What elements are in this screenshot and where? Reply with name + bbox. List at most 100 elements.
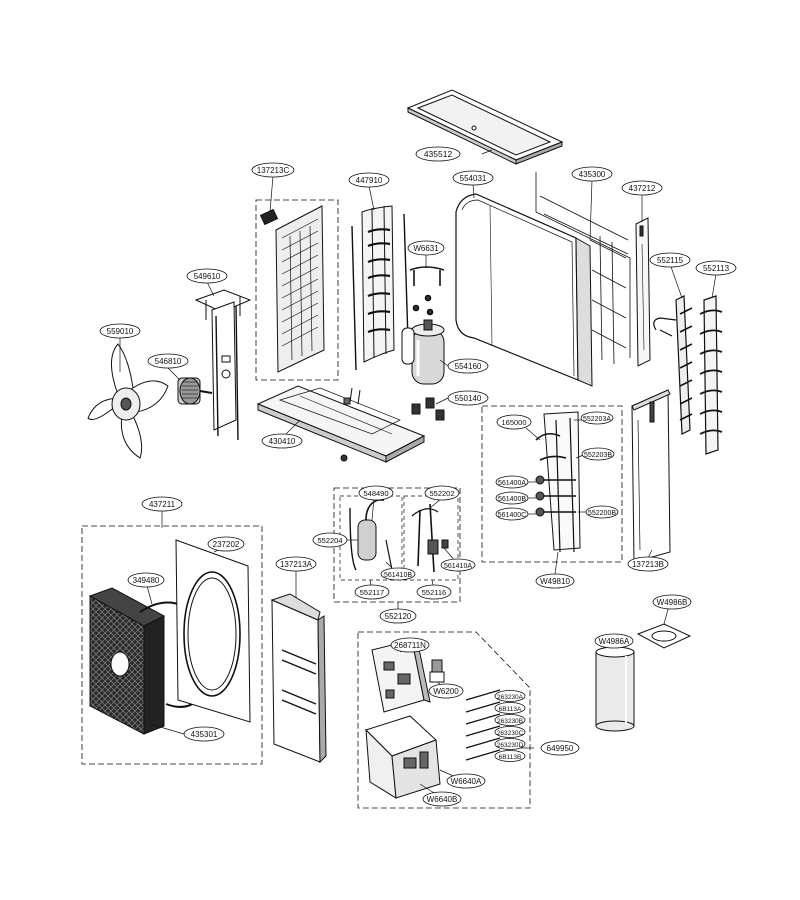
svg-text:552200B: 552200B bbox=[588, 510, 616, 517]
label-549610: 549610 bbox=[186, 268, 228, 284]
svg-text:268711N: 268711N bbox=[394, 641, 426, 650]
tube-assembly-552113 bbox=[699, 295, 723, 455]
side-panel-137213b bbox=[631, 389, 671, 563]
label-430410: 430410 bbox=[261, 433, 303, 449]
label-552204: 552204 bbox=[312, 532, 348, 548]
label-548490: 548490 bbox=[358, 485, 394, 501]
svg-text:554031: 554031 bbox=[460, 174, 487, 183]
base-pan-430410 bbox=[256, 385, 426, 463]
svg-text:548490: 548490 bbox=[363, 489, 388, 498]
label-349480: 349480 bbox=[127, 572, 165, 588]
svg-text:552116: 552116 bbox=[422, 588, 446, 597]
svg-text:165000: 165000 bbox=[501, 418, 526, 427]
svg-text:552115: 552115 bbox=[657, 256, 684, 265]
svg-text:447910: 447910 bbox=[356, 176, 383, 185]
svg-text:437212: 437212 bbox=[629, 184, 656, 193]
label-437212: 437212 bbox=[621, 180, 663, 196]
svg-text:W6200: W6200 bbox=[433, 687, 459, 696]
label-263230b: 263230B bbox=[494, 714, 526, 726]
label-263230a: 263230A bbox=[494, 690, 526, 702]
label-435300: 435300 bbox=[571, 166, 613, 182]
label-554160: 554160 bbox=[447, 358, 489, 374]
label-w6640a: W6640A bbox=[446, 773, 486, 789]
svg-text:559010: 559010 bbox=[107, 327, 134, 336]
svg-text:263230C: 263230C bbox=[497, 730, 524, 737]
svg-text:W6631: W6631 bbox=[413, 244, 439, 253]
piping-group-552120 bbox=[333, 487, 461, 603]
svg-text:263230B: 263230B bbox=[497, 718, 523, 725]
svg-text:349480: 349480 bbox=[133, 576, 160, 585]
label-552202: 552202 bbox=[424, 485, 460, 501]
svg-text:552204: 552204 bbox=[317, 536, 342, 545]
svg-text:W4986B: W4986B bbox=[657, 598, 688, 607]
svg-text:552202: 552202 bbox=[429, 489, 454, 498]
svg-text:554160: 554160 bbox=[455, 362, 482, 371]
label-263230c: 263230C bbox=[494, 726, 526, 738]
label-w6631: W6631 bbox=[407, 240, 445, 256]
label-552117: 552117 bbox=[354, 584, 390, 600]
svg-text:6B113B: 6B113B bbox=[499, 754, 522, 761]
label-435512: 435512 bbox=[415, 146, 461, 162]
tube-assembly-552115 bbox=[653, 295, 693, 435]
fan-motor-546810 bbox=[177, 377, 213, 405]
heat-exchanger-447910 bbox=[351, 205, 409, 371]
svg-text:137213B: 137213B bbox=[632, 560, 664, 569]
svg-text:437211: 437211 bbox=[149, 500, 176, 509]
label-561400c: 561400C bbox=[495, 507, 529, 521]
svg-text:137213A: 137213A bbox=[280, 560, 313, 569]
label-546810: 546810 bbox=[147, 353, 189, 369]
svg-text:137213C: 137213C bbox=[257, 166, 290, 175]
svg-text:W6640B: W6640B bbox=[427, 795, 458, 804]
side-support-437212 bbox=[635, 217, 651, 367]
label-237202: 237202 bbox=[207, 536, 245, 552]
svg-text:435301: 435301 bbox=[191, 730, 218, 739]
label-437211: 437211 bbox=[141, 496, 183, 512]
svg-text:552113: 552113 bbox=[703, 264, 730, 273]
svg-text:552117: 552117 bbox=[360, 588, 384, 597]
svg-text:552120: 552120 bbox=[385, 612, 412, 621]
svg-text:430410: 430410 bbox=[269, 437, 296, 446]
label-552113: 552113 bbox=[695, 260, 737, 276]
svg-text:237202: 237202 bbox=[213, 540, 240, 549]
label-447910: 447910 bbox=[348, 172, 390, 188]
label-6b113b: 6B113B bbox=[494, 750, 526, 762]
label-263230d: 263230D bbox=[494, 738, 526, 750]
label-552203a: 552203A bbox=[580, 411, 614, 425]
label-137213a: 137213A bbox=[275, 556, 317, 572]
label-649950: 649950 bbox=[540, 740, 580, 756]
svg-text:561410B: 561410B bbox=[384, 572, 412, 579]
svg-text:6B113A: 6B113A bbox=[499, 706, 522, 713]
insulation-w4986a bbox=[595, 646, 635, 732]
label-552115: 552115 bbox=[649, 252, 691, 268]
label-552203b: 552203B bbox=[581, 447, 615, 461]
svg-text:552203A: 552203A bbox=[583, 416, 611, 423]
control-box-group-649950 bbox=[357, 631, 531, 809]
valve-group-w49810 bbox=[481, 405, 623, 563]
svg-text:W4986A: W4986A bbox=[599, 637, 630, 646]
label-550140: 550140 bbox=[447, 390, 489, 406]
top-cover-435512 bbox=[406, 89, 564, 165]
rear-guard-435300 bbox=[535, 172, 631, 365]
insulation-w4986b bbox=[636, 623, 692, 649]
cabinet-554031 bbox=[455, 193, 593, 387]
label-435301: 435301 bbox=[183, 726, 225, 742]
svg-text:550140: 550140 bbox=[455, 394, 482, 403]
label-137213b: 137213B bbox=[627, 556, 669, 572]
svg-text:263230D: 263230D bbox=[497, 742, 524, 749]
svg-text:435300: 435300 bbox=[579, 170, 606, 179]
propeller-fan-559010 bbox=[87, 343, 169, 459]
label-561400b: 561400B bbox=[495, 491, 529, 505]
svg-text:263230A: 263230A bbox=[497, 694, 524, 701]
label-137213c: 137213C bbox=[251, 162, 295, 178]
svg-text:W6640A: W6640A bbox=[451, 777, 482, 786]
svg-text:435512: 435512 bbox=[424, 149, 453, 159]
svg-text:561410A: 561410A bbox=[444, 563, 472, 570]
front-panel-group-437211 bbox=[81, 525, 263, 765]
label-w6200: W6200 bbox=[428, 683, 464, 699]
side-grille-panel-137213c bbox=[255, 199, 339, 381]
label-561410b: 561410B bbox=[380, 567, 416, 581]
svg-text:649950: 649950 bbox=[547, 744, 574, 753]
label-6b113a: 6B113A bbox=[494, 702, 526, 714]
svg-text:552203B: 552203B bbox=[584, 452, 612, 459]
